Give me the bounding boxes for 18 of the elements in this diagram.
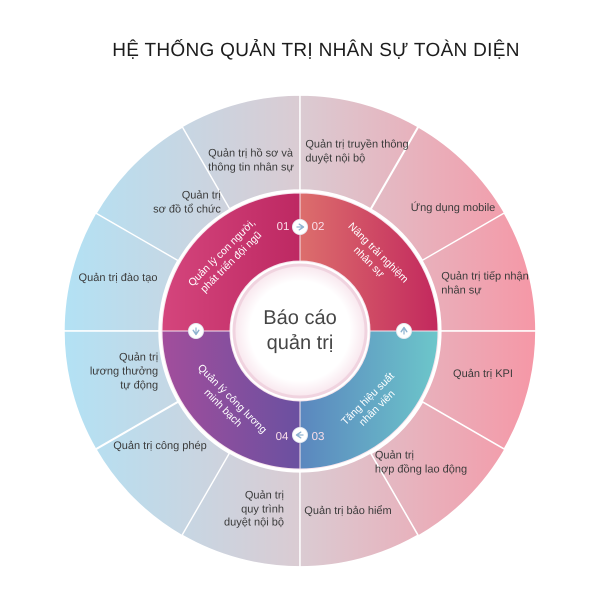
segment-label: Quản trị hồ sơ và thông tin nhân sự <box>208 147 294 175</box>
step-number: 03 <box>312 430 324 444</box>
segment-label: Quản trị quy trình duyệt nội bộ <box>224 489 284 531</box>
segment-label: Quản trị đào tạo <box>78 272 158 286</box>
diagram-title: HỆ THỐNG QUẢN TRỊ NHÂN SỰ TOÀN DIỆN <box>112 40 520 62</box>
segment-label: Quản trị KPI <box>453 368 513 382</box>
segment-label: Quản trị tiếp nhận nhân sự <box>441 270 529 298</box>
center-label: Báo cáo quản trị <box>263 306 337 356</box>
segment-label: Quản trị truyền thông duyệt nội bộ <box>305 138 409 166</box>
segment-label: Ứng dụng mobile <box>410 202 496 216</box>
step-number: 04 <box>276 430 288 444</box>
step-number: 02 <box>312 220 324 234</box>
step-number: 01 <box>276 220 290 234</box>
segment-label: Quản trị sơ đồ tổ chức <box>153 189 221 217</box>
segment-label: Quản trị bảo hiểm <box>304 505 392 519</box>
segment-label: Quản trị hợp đồng lao động <box>374 449 468 477</box>
segment-label: Quản trị lương thưởng tự động <box>90 351 158 393</box>
segment-label: Quản trị công phép <box>113 440 207 454</box>
